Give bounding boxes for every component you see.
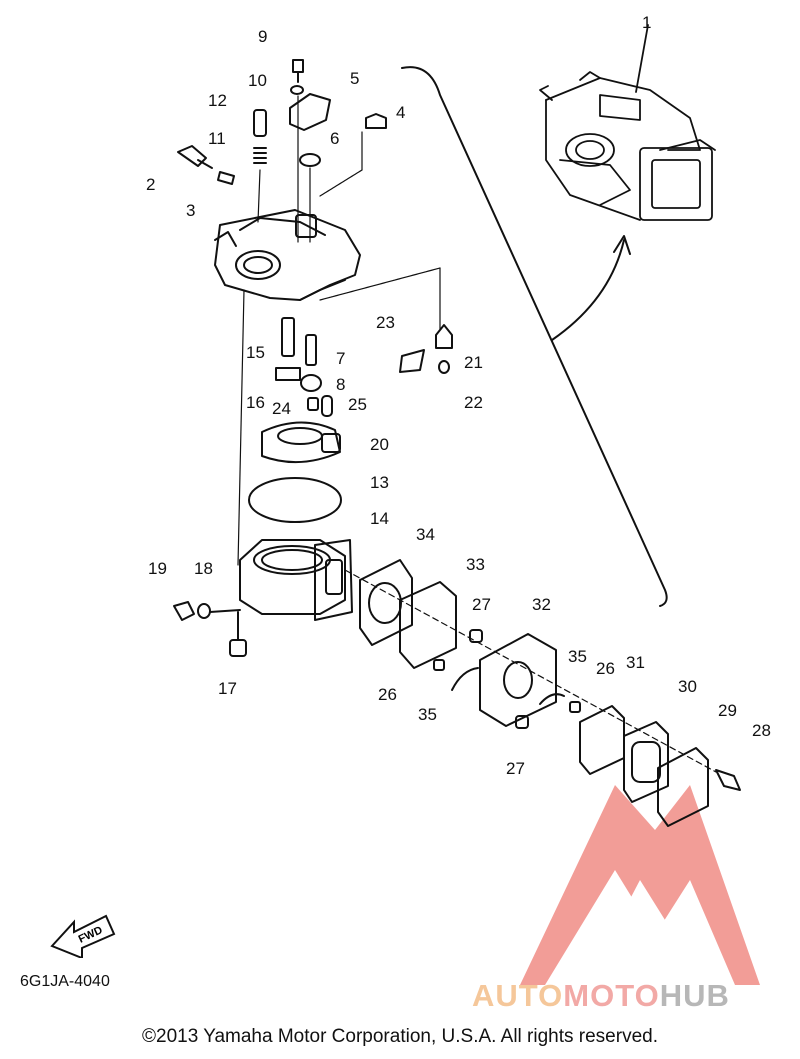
- part-code: 6G1JA-4040: [20, 973, 110, 990]
- callout-15: 15: [246, 343, 265, 362]
- callout-5: 5: [350, 69, 360, 88]
- callout-3: 3: [186, 201, 196, 220]
- carburetor-body-upper: [214, 209, 361, 301]
- callout-27a: 27: [472, 595, 491, 614]
- callout-23: 23: [376, 313, 395, 332]
- callout-4: 4: [396, 103, 406, 122]
- assembled-carburetor: [539, 24, 716, 221]
- callout-27b: 27: [506, 759, 525, 778]
- callout-26a: 26: [378, 685, 397, 704]
- watermark-text: AUTOMOTOHUB: [472, 978, 730, 1014]
- callout-1: 1: [642, 13, 652, 32]
- callout-17: 17: [218, 679, 237, 698]
- watermark-logo: [520, 785, 760, 985]
- watermark-hub: HUB: [659, 978, 730, 1013]
- callout-19: 19: [148, 559, 167, 578]
- callout-7: 7: [336, 349, 346, 368]
- callout-33: 33: [466, 555, 485, 574]
- callout-30: 30: [678, 677, 697, 696]
- callout-35a: 35: [418, 705, 437, 724]
- callout-31: 31: [626, 653, 645, 672]
- callout-34: 34: [416, 525, 435, 544]
- callout-28: 28: [752, 721, 771, 740]
- callout-18: 18: [194, 559, 213, 578]
- watermark-moto: MOTO: [563, 978, 660, 1013]
- callout-22: 22: [464, 393, 483, 412]
- watermark-auto: AUTO: [472, 978, 564, 1013]
- callout-10: 10: [248, 71, 267, 90]
- callout-12: 12: [208, 91, 227, 110]
- callout-14: 14: [370, 509, 389, 528]
- callout-6: 6: [330, 129, 340, 148]
- copyright-notice: ©2013 Yamaha Motor Corporation, U.S.A. A…: [142, 1026, 658, 1047]
- callout-13: 13: [370, 473, 389, 492]
- forward-arrow-icon: FWD: [50, 914, 116, 958]
- callout-21: 21: [464, 353, 483, 372]
- callout-35b: 35: [568, 647, 587, 666]
- callout-9: 9: [258, 27, 268, 46]
- callout-2: 2: [146, 175, 156, 194]
- callout-24: 24: [272, 399, 291, 418]
- callout-11: 11: [208, 129, 226, 148]
- callout-25: 25: [348, 395, 367, 414]
- callout-26b: 26: [596, 659, 615, 678]
- callout-20: 20: [370, 435, 389, 454]
- callout-8: 8: [336, 375, 346, 394]
- callout-29: 29: [718, 701, 737, 720]
- float-chamber: [239, 539, 353, 621]
- callout-32: 32: [532, 595, 551, 614]
- callout-16: 16: [246, 393, 265, 412]
